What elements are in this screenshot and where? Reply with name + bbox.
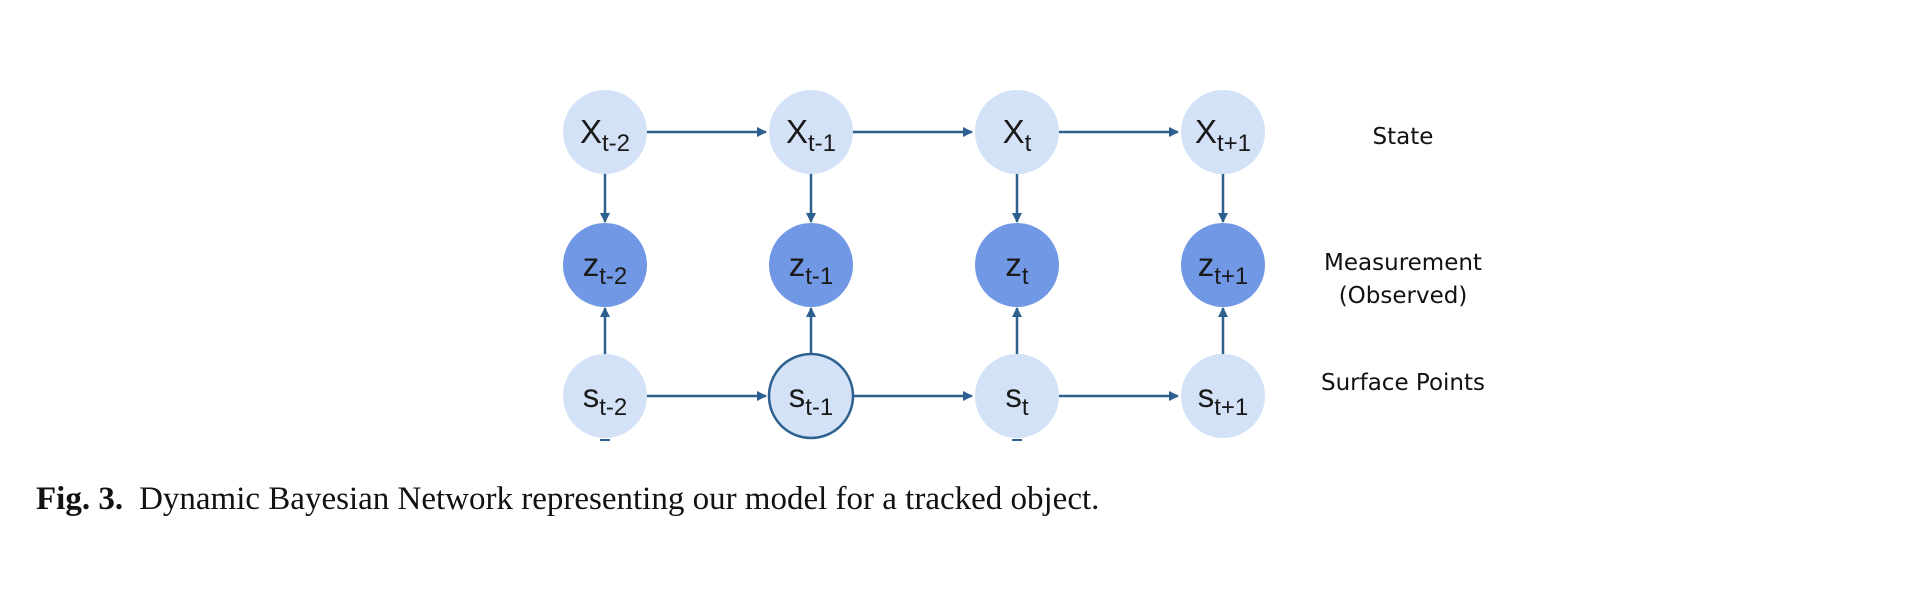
state-node-t-2 [563,90,647,174]
surface-node-t-1-highlighted [767,352,855,440]
row-label-observed: (Observed) [1339,283,1468,309]
state-node-t+1 [1181,90,1265,174]
surface-node-t-2-label: st-2 [583,377,628,421]
measurement-node-t [975,223,1059,307]
surface-node-t-2 [563,354,647,438]
row-label-state: State [1373,124,1434,150]
measurement-node-t+1 [1181,223,1265,307]
figure-caption: Fig. 3. Dynamic Bayesian Network represen… [36,481,1099,518]
surface-node-t [975,354,1059,438]
state-node-t-1-label: Xt-1 [786,113,836,157]
surface-node-t+1 [1181,354,1265,438]
row-label-measurement: Measurement [1324,250,1482,276]
caption-text: Dynamic Bayesian Network representing ou… [139,481,1100,517]
measurement-node-t-1-label: zt-1 [789,246,834,290]
measurement-node-t+1-label: zt+1 [1198,246,1249,290]
figure-number: Fig. 3. [36,481,124,517]
state-node-t [975,90,1059,174]
measurement-node-t-1 [769,223,853,307]
surface-node-t+1-label: st+1 [1198,377,1249,421]
surface-node-t-label: st [1005,377,1029,421]
state-node-t-1 [769,90,853,174]
state-node-t-label: Xt [1003,113,1032,157]
state-node-t-2-label: Xt-2 [580,113,630,157]
measurement-node-t-2-label: zt-2 [583,246,628,290]
measurement-node-t-label: zt [1005,246,1029,290]
row-label-surface-points: Surface Points [1321,370,1485,396]
state-node-t+1-label: Xt+1 [1195,113,1251,157]
measurement-node-t-2 [563,223,647,307]
bayesian-network-diagram: Xt-2 zt-2 st-2 Xt-1 zt-1 st-1 Xt zt st X… [563,90,1485,441]
surface-node-t-1-label: st-1 [789,377,834,421]
